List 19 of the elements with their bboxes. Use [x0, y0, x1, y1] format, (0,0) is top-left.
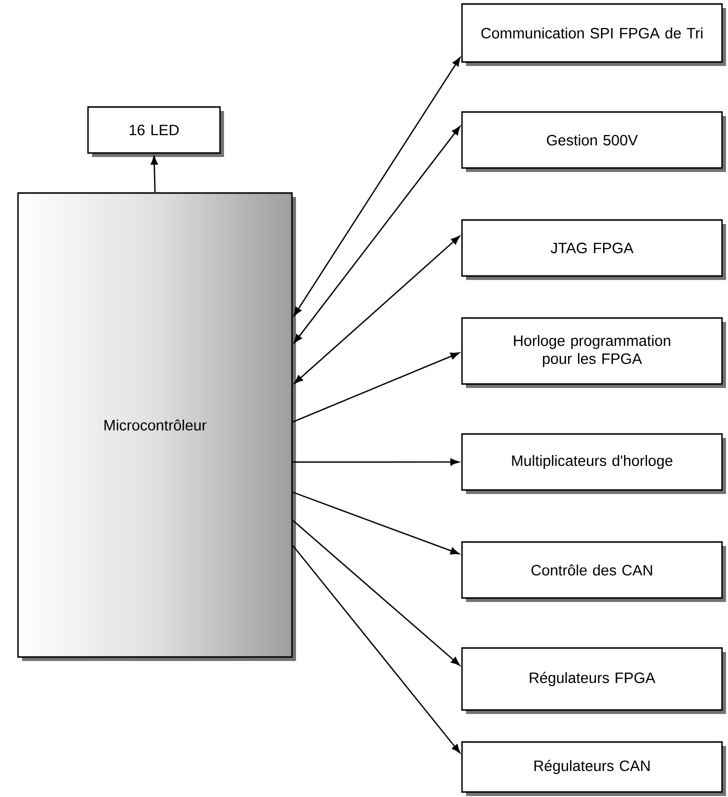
arrow: [294, 126, 460, 344]
arrow: [292, 544, 460, 754]
process-box: Communication SPI FPGA de Tri: [461, 3, 726, 66]
process-box: Contrôle des CAN: [461, 541, 726, 602]
arrow: [292, 352, 460, 423]
process-box: Régulateurs CAN: [461, 741, 726, 796]
process-box: Multiplicateurs d'horloge: [461, 433, 726, 494]
arrow: [294, 57, 460, 316]
microcontroller-block: Microcontrôleur: [17, 192, 296, 661]
arrow: [292, 492, 460, 554]
process-box: Régulateurs FPGA: [461, 647, 726, 714]
arrow: [150, 156, 158, 192]
arrow: [294, 236, 460, 384]
process-box: JTAG FPGA: [461, 219, 726, 280]
arrow: [292, 520, 460, 666]
arrow: [292, 458, 460, 466]
process-box: Horloge programmation pour les FPGA: [461, 317, 726, 388]
process-box: 16 LED: [87, 106, 224, 157]
process-box: Gestion 500V: [461, 111, 726, 172]
